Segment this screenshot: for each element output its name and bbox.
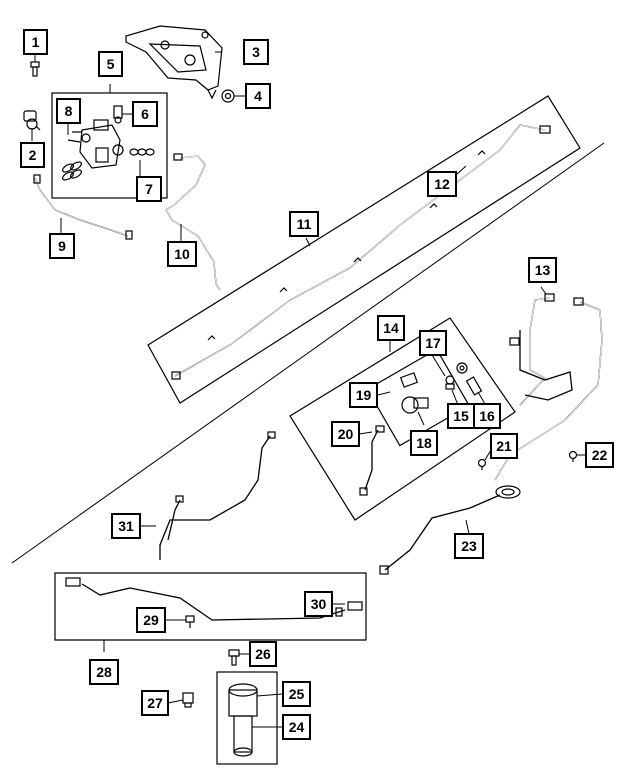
callout-27: 27	[141, 690, 169, 716]
section-divider	[11, 142, 605, 564]
washer-part-4	[221, 89, 235, 103]
callout-label: 17	[425, 335, 441, 351]
group-frame-24	[216, 671, 278, 765]
callout-29: 29	[136, 607, 166, 633]
callout-18: 18	[410, 430, 438, 456]
callout-2: 2	[20, 142, 45, 168]
callout-label: 11	[297, 216, 312, 232]
hose-part-9	[33, 174, 133, 240]
fitting-part-17	[456, 362, 468, 374]
pump-part-18	[399, 372, 429, 414]
callout-24: 24	[282, 714, 311, 740]
fastener-part-22	[568, 450, 578, 462]
callout-label: 5	[107, 56, 115, 72]
callout-label: 24	[289, 719, 305, 735]
tube-part-10	[165, 153, 221, 291]
group-frame-14	[289, 317, 516, 521]
callout-label: 13	[535, 262, 551, 278]
callout-label: 27	[147, 695, 163, 711]
callout-label: 22	[592, 447, 608, 463]
callout-31: 31	[111, 513, 141, 539]
seal-kit-part-7	[129, 148, 155, 156]
small-parts-kit	[61, 161, 83, 181]
callout-label: 20	[338, 426, 354, 442]
callout-label: 15	[453, 408, 469, 424]
callout-label: 16	[479, 408, 495, 424]
callout-28: 28	[89, 659, 119, 685]
filter-part-24	[228, 683, 258, 757]
callout-label: 9	[58, 238, 66, 254]
callout-19: 19	[349, 382, 378, 408]
bolt-part-26	[228, 649, 240, 666]
callout-label: 3	[252, 44, 260, 60]
line-assembly-part-28	[65, 577, 363, 621]
callout-30: 30	[304, 591, 333, 617]
callout-label: 26	[255, 646, 271, 662]
callout-23: 23	[454, 533, 484, 559]
callout-label: 14	[383, 320, 399, 336]
callout-22: 22	[585, 442, 614, 468]
connector-part-16	[465, 376, 483, 396]
callout-8: 8	[56, 98, 81, 124]
pump-assembly-part-8	[67, 119, 124, 169]
callout-12: 12	[427, 171, 457, 197]
fuel-line-part-23	[379, 485, 521, 575]
group-frame-28	[54, 572, 367, 641]
callout-label: 6	[141, 106, 149, 122]
callout-1: 1	[23, 29, 48, 55]
fuel-line-part-12	[171, 124, 551, 380]
callout-13: 13	[528, 257, 557, 283]
callout-label: 25	[289, 686, 305, 702]
bracket-part-3	[125, 25, 223, 100]
line-part-31	[159, 431, 276, 560]
callout-label: 12	[434, 176, 450, 192]
callout-label: 31	[118, 518, 134, 534]
callout-label: 7	[145, 181, 153, 197]
leader-lines	[31, 51, 586, 728]
callout-7: 7	[136, 176, 162, 202]
callout-label: 8	[65, 103, 73, 119]
callout-10: 10	[167, 241, 197, 267]
callout-label: 21	[496, 438, 512, 454]
return-line-part-13	[494, 293, 603, 481]
callout-label: 19	[356, 387, 372, 403]
callout-26: 26	[249, 641, 277, 667]
group-frame-11	[147, 95, 581, 404]
callout-label: 29	[143, 612, 159, 628]
callout-label: 30	[311, 596, 327, 612]
callout-16: 16	[473, 403, 501, 429]
callout-3: 3	[243, 39, 269, 65]
callout-label: 10	[174, 246, 190, 262]
fastener-part-21	[477, 458, 487, 470]
tube-part-20	[359, 425, 385, 496]
callout-label: 23	[461, 538, 477, 554]
fitting-part-2	[23, 110, 41, 131]
callout-17: 17	[419, 330, 447, 356]
callout-20: 20	[331, 421, 360, 447]
callout-25: 25	[282, 681, 311, 707]
callout-label: 4	[254, 88, 262, 104]
callout-11: 11	[289, 211, 319, 237]
callout-label: 2	[29, 147, 37, 163]
clip-part-29	[185, 615, 195, 628]
callout-6: 6	[132, 101, 158, 127]
callout-label: 28	[96, 664, 112, 680]
valve-part-15	[445, 375, 455, 390]
callout-14: 14	[377, 315, 405, 341]
callout-5: 5	[98, 51, 123, 77]
callout-15: 15	[447, 403, 475, 429]
nut-part-27	[182, 692, 194, 708]
bolt-part-1	[30, 61, 40, 77]
callout-9: 9	[49, 233, 75, 259]
callout-21: 21	[490, 433, 518, 459]
sensor-part-6	[113, 105, 123, 124]
callout-label: 1	[32, 34, 40, 50]
callout-label: 18	[416, 435, 432, 451]
callout-4: 4	[245, 83, 271, 109]
